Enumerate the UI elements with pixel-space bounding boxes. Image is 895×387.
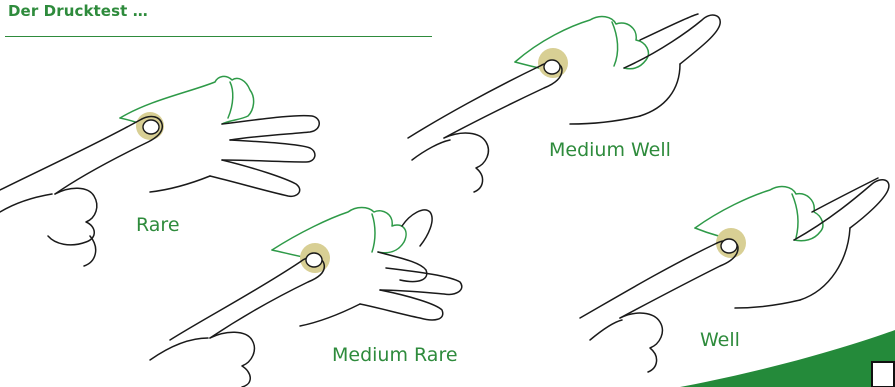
hand-medium-well-illustration bbox=[408, 14, 720, 192]
label-medium-rare: Medium Rare bbox=[332, 344, 458, 366]
label-medium-well: Medium Well bbox=[549, 139, 671, 161]
label-rare: Rare bbox=[136, 214, 180, 236]
label-well: Well bbox=[700, 329, 740, 351]
corner-frame bbox=[872, 362, 894, 387]
hand-rare-illustration bbox=[0, 76, 319, 266]
